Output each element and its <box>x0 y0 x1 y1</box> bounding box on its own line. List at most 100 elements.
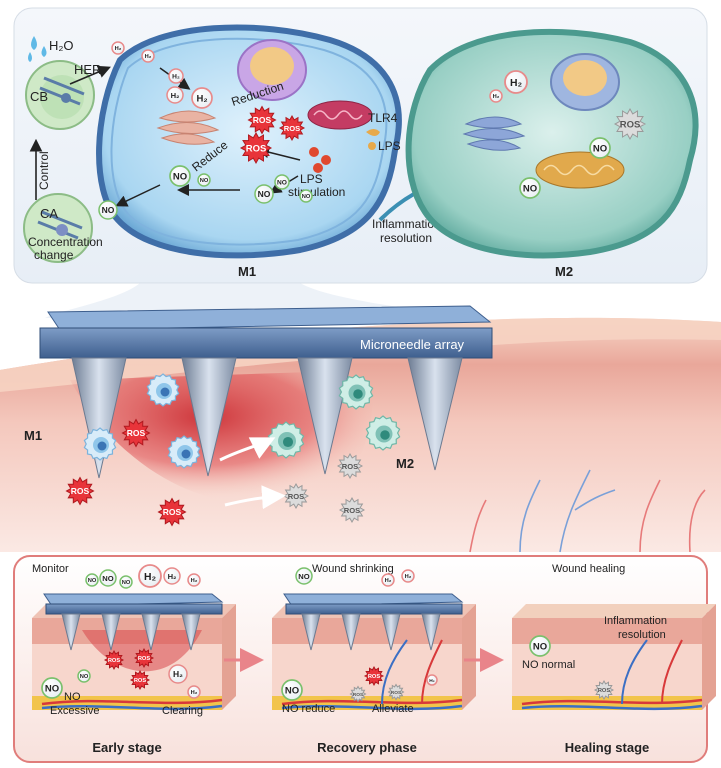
top-h2-badge-0: H₂ <box>111 41 125 55</box>
lps-label: LPS <box>378 139 401 153</box>
ros-badge-text: ROS <box>134 678 147 684</box>
mid-ros-grey-1: ROS <box>336 452 364 480</box>
b-ros-3: ROS <box>129 669 151 691</box>
b-h2-2: H₂ <box>187 573 201 587</box>
h2-badge-text: H₂ <box>191 578 198 584</box>
early-note-clearing: Clearing <box>162 705 203 717</box>
m1-golgi <box>156 110 220 145</box>
b-h2-6: H₂ <box>381 573 395 587</box>
h2-badge-text: H₂ <box>168 572 177 581</box>
m1-cell-3 <box>83 427 117 461</box>
ros-badge-text: ROS <box>108 658 121 664</box>
no-badge-text: NO <box>523 184 537 195</box>
top-ros-badge-7: ROS <box>239 131 273 165</box>
resolution-line1: Inflammation <box>372 217 441 231</box>
m2-cell-2 <box>338 374 374 410</box>
top-no-badge-13: NO <box>98 200 118 220</box>
top-h2-badge-15: H₂ <box>489 89 503 103</box>
water-droplets <box>28 36 47 62</box>
top-no-badge-12: NO <box>299 189 313 203</box>
no-badge-text: NO <box>102 574 113 583</box>
top-h2-badge-4: H₂ <box>191 87 213 109</box>
water-label: H₂O <box>49 38 74 53</box>
top-no-badge-18: NO <box>519 177 541 199</box>
healing-note-inflammation: Inflammation <box>604 615 667 627</box>
mid-ros-grey-3: ROS <box>338 496 366 524</box>
h2-badge-text: H₂ <box>172 73 180 80</box>
m2-cell-1 <box>267 421 305 459</box>
b-no-1: NO <box>85 573 99 587</box>
microneedle-array-label: Microneedle array <box>360 337 465 352</box>
blood-vessels <box>469 469 706 553</box>
m2-cell-3 <box>365 415 401 451</box>
ros-badge-text: ROS <box>163 507 182 517</box>
m1-cell-1 <box>146 373 180 407</box>
tlr4-receptor <box>366 129 380 150</box>
b-h2-1: H₂ <box>163 567 181 585</box>
h2-badge-text: H₂ <box>493 94 500 100</box>
m2-skin-label: M2 <box>396 456 414 471</box>
b-no-6: NO <box>295 567 313 585</box>
b-no-7: NO <box>281 679 303 701</box>
h2-badge-text: H₂ <box>173 669 183 679</box>
control-label: Control <box>37 151 51 190</box>
b-ros-4: ROS <box>363 665 385 687</box>
b-h2-7: H₂ <box>401 569 415 583</box>
ros-badge-text: ROS <box>127 428 146 438</box>
recovery-note-alleviate: Alleviate <box>372 703 414 715</box>
resolution-line2: resolution <box>380 231 432 245</box>
h2-badge-text: H₂ <box>144 572 157 583</box>
top-no-badge-11: NO <box>274 174 290 190</box>
no-badge-text: NO <box>88 578 97 584</box>
mid-ros-3: ROS <box>157 497 187 527</box>
early-note-excessive: Excessive <box>50 705 100 717</box>
no-badge-text: NO <box>45 684 59 695</box>
no-badge-text: NO <box>102 205 115 215</box>
early-note-no: NO <box>64 691 81 703</box>
ros-badge-text: ROS <box>598 688 611 694</box>
m2-mitochondrion <box>535 151 625 189</box>
cb-sphere <box>25 60 95 130</box>
ros-badge-text: ROS <box>138 656 151 662</box>
cb-label: CB <box>30 89 48 104</box>
b-no-3: NO <box>119 575 133 589</box>
no-badge-text: NO <box>593 144 607 155</box>
no-badge-text: NO <box>122 580 131 586</box>
top-no-badge-10: NO <box>254 184 274 204</box>
b-no-2: NO <box>99 569 117 587</box>
ca-label: CA <box>40 206 58 221</box>
ros-badge-text: ROS <box>368 674 381 680</box>
h2-badge-text: H₂ <box>171 91 180 100</box>
h2-badge-text: H₂ <box>385 578 392 584</box>
no-badge-text: NO <box>80 674 89 680</box>
ros-badge-text: ROS <box>71 486 90 496</box>
h2-badge-text: H₂ <box>429 678 435 684</box>
her-arrow <box>69 65 111 85</box>
top-no-badge-17: NO <box>589 137 611 159</box>
recovery-note-no-reduce: NO reduce <box>282 703 335 715</box>
stage-title: Healing stage <box>565 740 650 755</box>
ros-badge-text: ROS <box>288 492 304 501</box>
stage-title: Recovery phase <box>317 740 417 755</box>
top-no-badge-8: NO <box>169 165 191 187</box>
h2-badge-text: H₂ <box>115 46 122 52</box>
m1-nucleus <box>237 39 307 101</box>
stage-top-label: Wound healing <box>552 563 625 575</box>
top-h2-badge-1: H₂ <box>141 49 155 63</box>
no-badge-text: NO <box>285 686 299 697</box>
healing-note-resolution: resolution <box>618 629 666 641</box>
tlr4-label: TLR4 <box>368 111 398 125</box>
ros-badge-text: ROS <box>253 115 272 125</box>
m1-mitochondrion <box>307 100 373 130</box>
m2-nucleus <box>550 53 620 111</box>
top-no-badge-9: NO <box>197 173 211 187</box>
b-h2-8: H₂ <box>426 674 438 686</box>
ros-badge-text: ROS <box>342 462 358 471</box>
microneedle-array <box>39 305 493 359</box>
her-label: HER <box>74 62 101 77</box>
b-ros-grey-1: ROS <box>349 685 367 703</box>
